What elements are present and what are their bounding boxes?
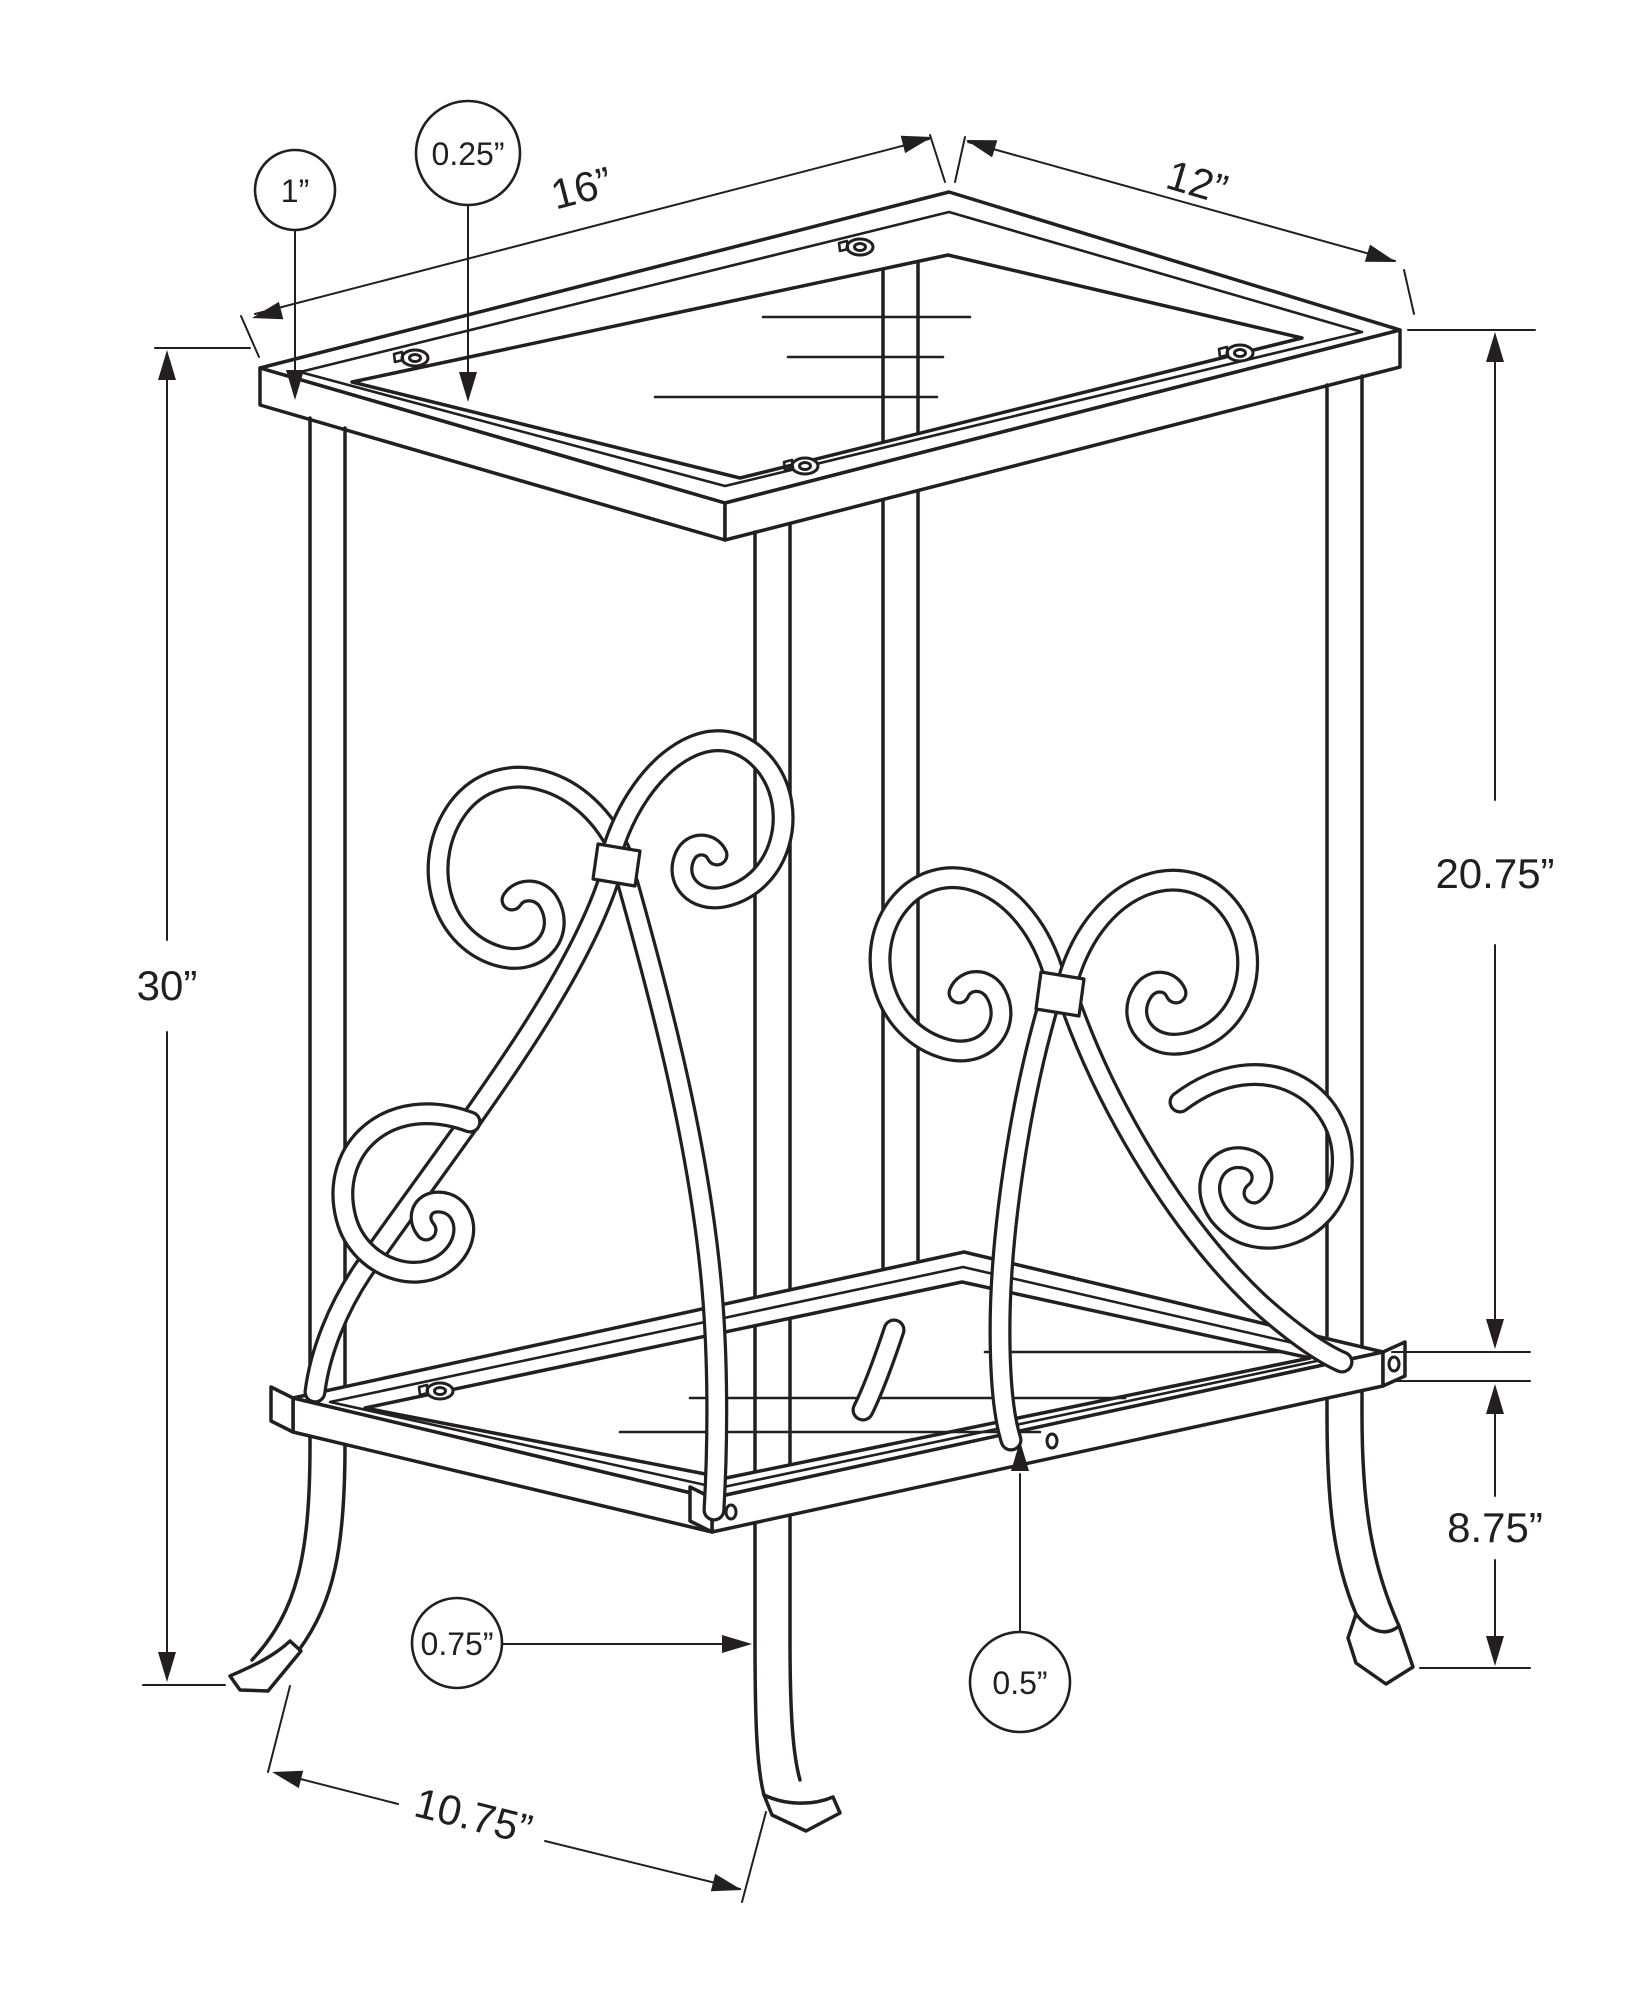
scrollwork-right-face (851, 866, 1354, 1452)
dim-label-leg-width: 0.75” (421, 1626, 494, 1662)
top-left-band (258, 366, 727, 542)
rear-leg (881, 259, 920, 1270)
dimension-shelf-width: 10.75” (267, 1685, 767, 1903)
dim-label-overall-height: 30” (137, 962, 198, 1009)
right-leg (1325, 374, 1415, 1686)
dim-label-top-depth: 12” (1161, 151, 1233, 213)
dimension-overall-height: 30” (137, 347, 251, 1686)
dim-label-top-to-shelf: 20.75” (1435, 850, 1554, 897)
dim-label-shelf-width: 10.75” (410, 1779, 537, 1853)
shelf-left-cap (269, 1385, 295, 1434)
bracket-hole (1387, 1355, 1401, 1373)
eye-bolt-fittings (392, 237, 1255, 476)
band-hole (1045, 1432, 1059, 1450)
front-foot (762, 1793, 842, 1833)
dim-label-glass-lip: 0.25” (432, 136, 505, 172)
front-leg (753, 522, 842, 1833)
lower-shelf (269, 1250, 1407, 1534)
eye-bolt-icon (417, 1381, 455, 1401)
left-foot (228, 1639, 303, 1693)
eye-bolt-icon (837, 237, 875, 257)
callout-frame-border: 1” (253, 148, 337, 400)
scroll-clamp (1034, 970, 1086, 1018)
table-top (258, 190, 1402, 542)
top-right-band (723, 328, 1402, 542)
callout-scroll-tube-width: 0.5” (968, 1441, 1072, 1734)
glass-reflection-lines (653, 315, 972, 399)
dimension-shelf-to-floor: 8.75” (1391, 1380, 1543, 1669)
dim-label-top-length: 16” (546, 158, 617, 219)
callout-glass-lip: 0.25” (414, 99, 522, 402)
dim-label-frame-border: 1” (281, 173, 309, 209)
eye-bolt-icon (1217, 343, 1255, 363)
dimension-top-to-shelf: 20.75” (1391, 329, 1555, 1353)
left-leg (228, 416, 347, 1693)
shelf-reflection-lines (618, 1350, 1287, 1434)
dim-label-scroll-tube-width: 0.5” (992, 1665, 1047, 1701)
scroll-clamp (591, 842, 642, 888)
callout-leg-width: 0.75” (410, 1596, 752, 1690)
right-foot (1346, 1612, 1415, 1686)
dim-label-shelf-to-floor: 8.75” (1447, 1504, 1543, 1551)
scrollwork-left-face (303, 729, 795, 1522)
band-hole (724, 1503, 738, 1521)
top-frame-lip (298, 210, 1364, 488)
eye-bolt-icon (782, 456, 820, 476)
eye-bolt-icon (392, 348, 430, 368)
